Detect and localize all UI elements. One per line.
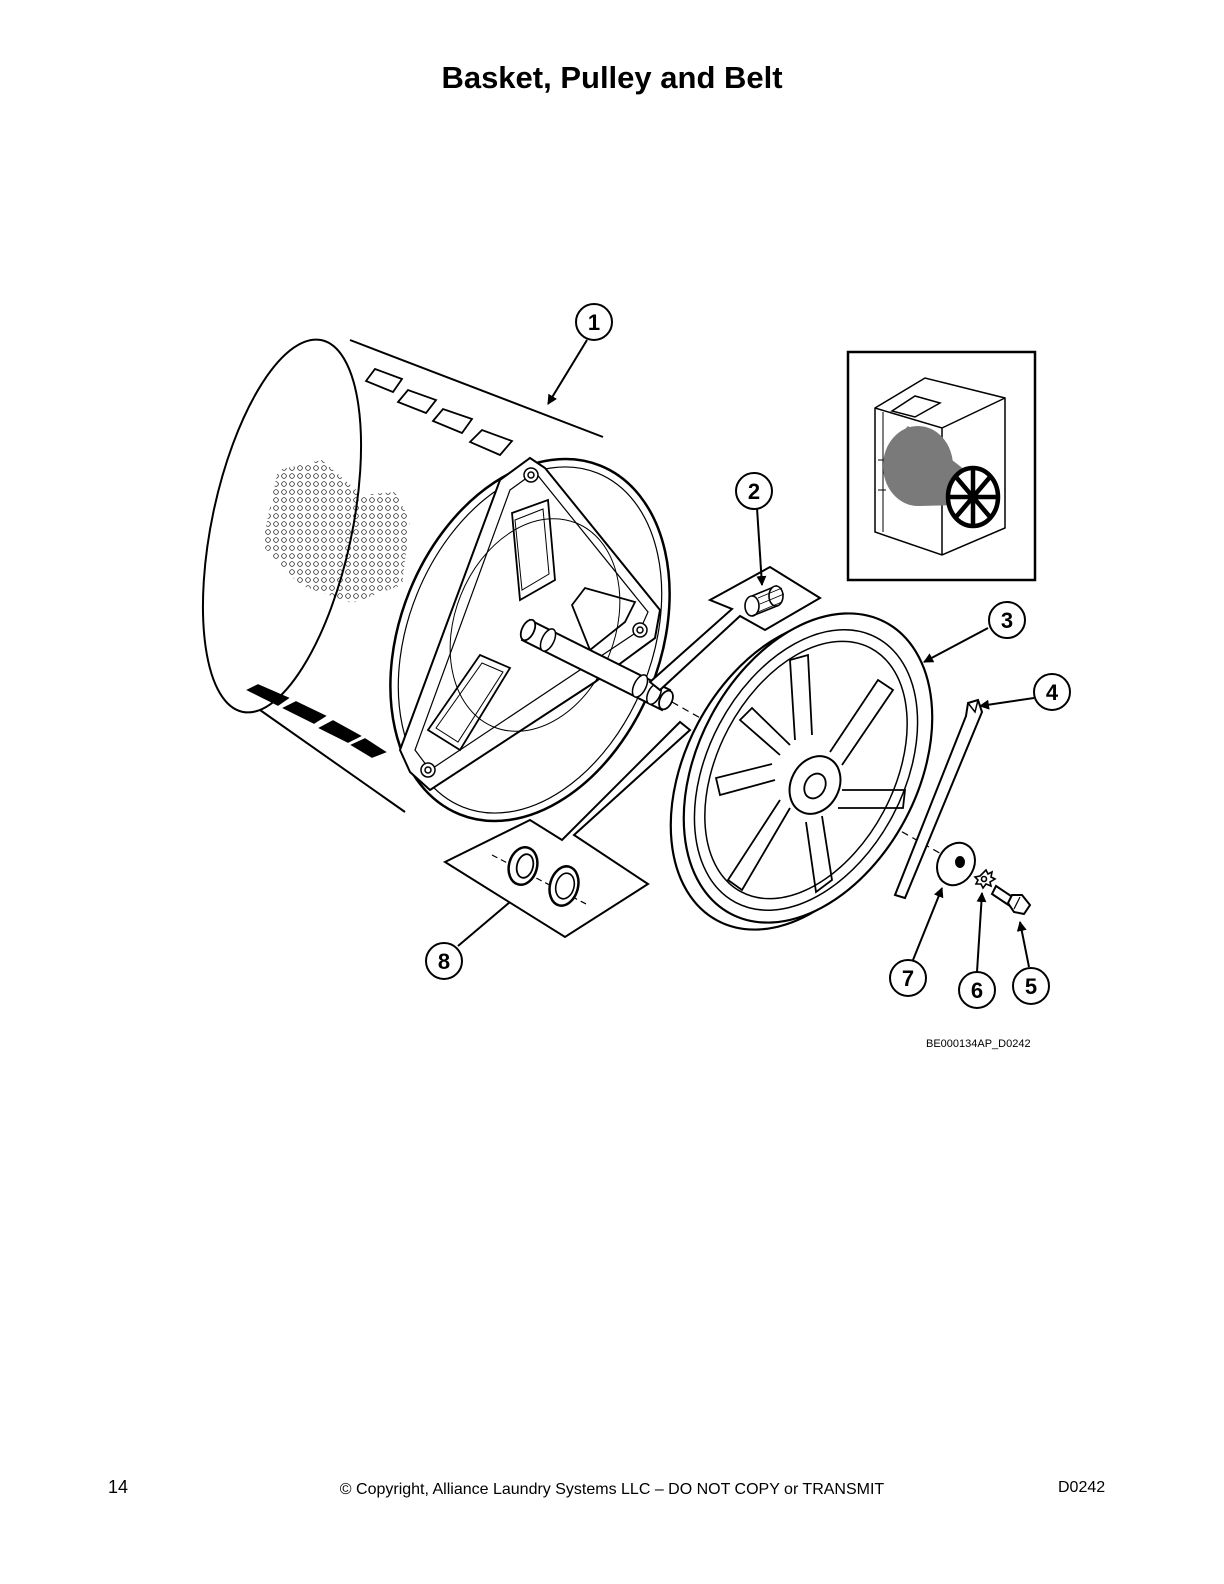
leader-8 — [457, 901, 511, 947]
svg-text:7: 7 — [902, 966, 914, 991]
location-inset — [846, 350, 1037, 582]
leader-3 — [923, 627, 989, 663]
leader-4 — [979, 697, 1035, 710]
leader-5 — [1016, 921, 1030, 968]
flat-washer — [936, 841, 976, 887]
figure-id: BE000134AP_D0242 — [926, 1038, 1031, 1050]
seal — [507, 846, 539, 886]
item-2-detail — [648, 565, 822, 692]
document-code: D0242 — [1058, 1479, 1106, 1496]
lock-washer — [973, 868, 997, 890]
callout-5: 5 — [1012, 967, 1050, 1005]
svg-text:2: 2 — [748, 479, 760, 504]
page-title: Basket, Pulley and Belt — [441, 60, 783, 95]
callout-3: 3 — [988, 601, 1026, 639]
callout-6: 6 — [958, 971, 996, 1009]
svg-text:8: 8 — [438, 949, 450, 974]
copyright-notice: © Copyright, Alliance Laundry Systems LL… — [339, 1481, 885, 1498]
svg-text:3: 3 — [1001, 608, 1013, 633]
page-number: 14 — [108, 1477, 129, 1497]
svg-text:4: 4 — [1046, 680, 1059, 705]
svg-text:5: 5 — [1025, 974, 1037, 999]
callout-4: 4 — [1033, 673, 1071, 711]
svg-text:6: 6 — [971, 978, 983, 1003]
belt — [893, 698, 984, 900]
callout-2: 2 — [735, 472, 773, 510]
leader-1 — [547, 339, 588, 405]
leader-2 — [756, 507, 767, 586]
hex-bolt — [990, 884, 1032, 916]
callout-8: 8 — [425, 942, 463, 980]
leader-6 — [976, 892, 987, 973]
callout-7: 7 — [889, 959, 927, 997]
pulley — [669, 612, 934, 931]
item-8-detail — [442, 720, 692, 939]
splined-coupling — [744, 584, 785, 617]
bearing-ring — [548, 865, 580, 907]
callout-1: 1 — [575, 303, 613, 341]
basket — [201, 338, 674, 823]
leader-7 — [912, 887, 944, 961]
svg-text:1: 1 — [588, 310, 600, 335]
